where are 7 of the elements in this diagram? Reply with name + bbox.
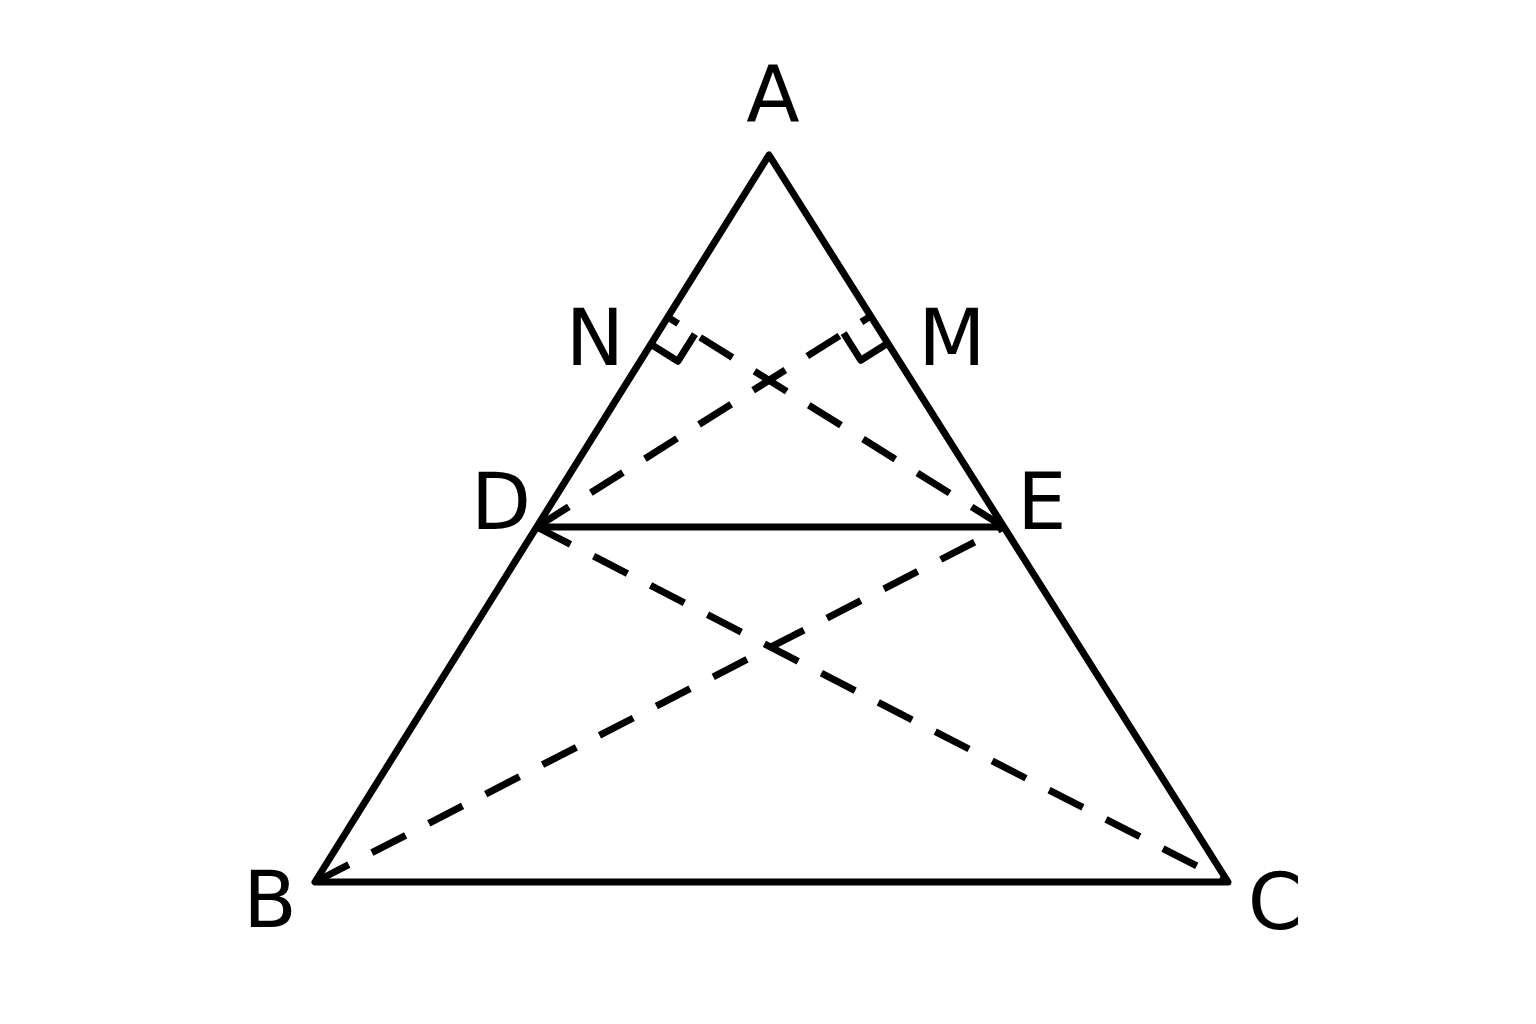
point-label: A	[746, 56, 800, 134]
point-label: M	[918, 299, 986, 377]
point-label: D	[470, 463, 532, 541]
point-label: C	[1247, 863, 1303, 941]
point-label: E	[1017, 463, 1067, 541]
point-label: N	[565, 299, 625, 377]
point-label: B	[243, 861, 297, 939]
